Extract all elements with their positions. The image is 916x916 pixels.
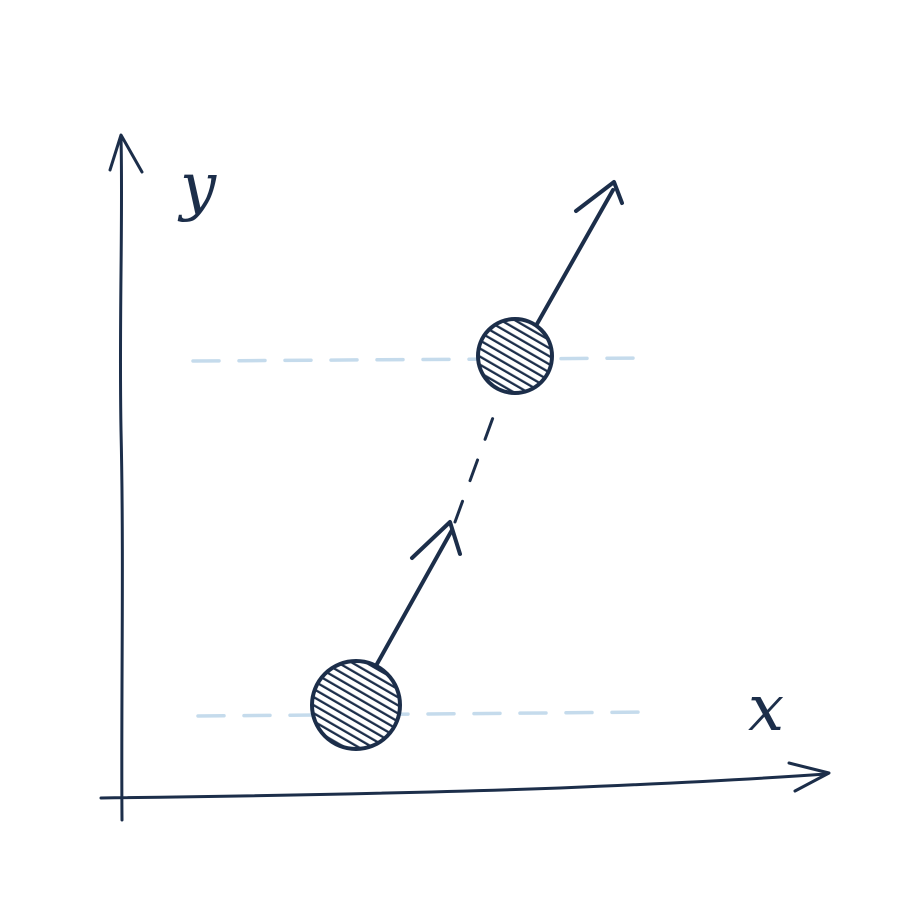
particle-initial <box>310 659 402 751</box>
height-guide-upper <box>191 356 652 363</box>
particle-final <box>476 317 554 395</box>
trajectory-dashed-line <box>453 410 497 524</box>
velocity-arrow-final <box>535 180 624 326</box>
axis-y-label: y <box>177 150 217 224</box>
height-guide-lower <box>196 710 657 718</box>
velocity-arrow-initial <box>375 520 462 666</box>
axis-x-arrow <box>99 761 831 800</box>
axis-x-label: x <box>748 672 784 746</box>
axis-y-arrow <box>108 133 144 822</box>
